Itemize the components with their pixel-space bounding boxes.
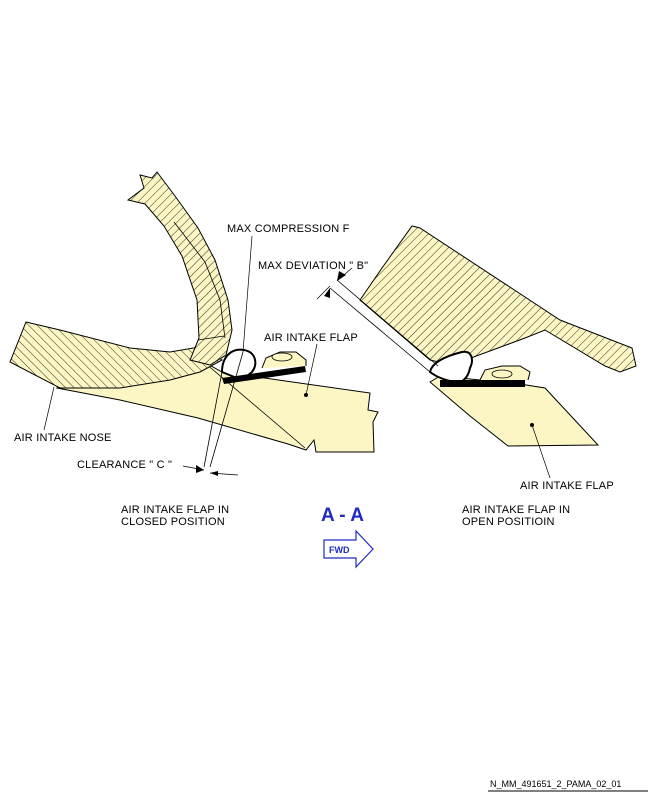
seal-base-open (440, 380, 525, 387)
caption-closed-line2: CLOSED POSITION (121, 516, 225, 528)
caption-closed-line1: AIR INTAKE FLAP IN (121, 504, 230, 516)
section-title: A - A (321, 505, 364, 526)
label-air-intake-flap-closed: AIR INTAKE FLAP (264, 332, 358, 344)
seal-base-closed (222, 366, 306, 384)
label-max-compression: MAX COMPRESSION F (227, 223, 350, 235)
upper-nose-block-open (359, 225, 637, 373)
document-id: N_MM_491651_2_PAMA_02_01 (490, 779, 622, 789)
fwd-arrow-shape (323, 529, 374, 569)
label-max-deviation: MAX DEVIATION " B" (258, 260, 369, 272)
caption-open-line1: AIR INTAKE FLAP IN (462, 504, 571, 516)
seal-closed (220, 348, 257, 382)
closed-position-view (9, 171, 379, 476)
label-air-intake-nose: AIR INTAKE NOSE (14, 432, 112, 444)
lower-fairing-closed (9, 321, 223, 389)
label-air-intake-flap-open: AIR INTAKE FLAP (520, 480, 614, 492)
caption-open-line2: OPEN POSITIOIN (462, 516, 555, 528)
open-position-view (316, 225, 637, 479)
air-intake-nose-shape (126, 171, 233, 366)
fwd-arrow-label: FWD (329, 545, 350, 555)
fwd-arrow: FWD (323, 529, 374, 569)
label-clearance: CLEARANCE " C " (77, 459, 173, 471)
